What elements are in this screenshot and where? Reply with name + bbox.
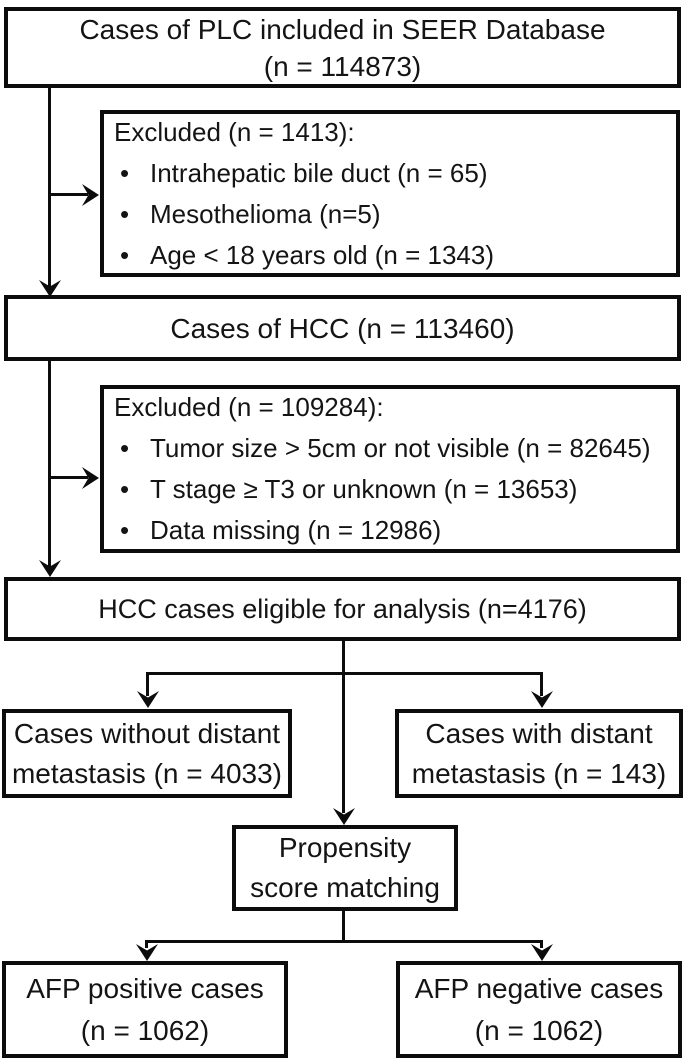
no-metastasis-box: Cases without distant metastasis (n = 40… xyxy=(2,709,292,798)
no-metastasis-line1: Cases without distant xyxy=(13,717,281,749)
metastasis-line1: Cases with distant xyxy=(425,717,653,749)
no-metastasis-line2: metastasis (n = 4033) xyxy=(11,757,283,789)
excluded-box-1: Excluded (n = 1413): Intrahepatic bile d… xyxy=(100,110,680,277)
connector-to-metastasis xyxy=(540,672,543,696)
metastasis-box: Cases with distant metastasis (n = 143) xyxy=(395,709,683,798)
connector-seer-to-hcc xyxy=(48,88,51,292)
propensity-score-matching-box: Propensity score matching xyxy=(232,825,458,911)
seer-box-line1: Cases of PLC included in SEER Database xyxy=(79,13,606,45)
excluded-1-item: Mesothelioma (n=5) xyxy=(114,194,672,235)
seer-box-line2: (n = 114873) xyxy=(263,50,422,82)
excluded-2-item: Tumor size > 5cm or not visible (n = 826… xyxy=(114,428,672,469)
excluded-1-title: Excluded (n = 1413): xyxy=(114,116,355,147)
afp-positive-box: AFP positive cases (n = 1062) xyxy=(2,961,288,1058)
excluded-1-item: Intrahepatic bile duct (n = 65) xyxy=(114,153,672,194)
excluded-2-list: Tumor size > 5cm or not visible (n = 826… xyxy=(114,428,672,551)
psm-line2: score matching xyxy=(250,872,440,903)
connector-branch-metastasis xyxy=(146,672,543,675)
excluded-2-item: Data missing (n = 12986) xyxy=(114,510,672,551)
connector-to-excluded-2 xyxy=(48,476,88,479)
excluded-box-2: Excluded (n = 109284): Tumor size > 5cm … xyxy=(100,385,680,553)
afp-positive-line2: (n = 1062) xyxy=(80,1014,210,1046)
connector-to-afp-negative xyxy=(540,940,543,948)
connector-psm-to-branch xyxy=(342,911,345,943)
afp-negative-line1: AFP negative cases xyxy=(414,972,664,1004)
excluded-1-list: Intrahepatic bile duct (n = 65) Mesothel… xyxy=(114,153,672,276)
seer-database-box: Cases of PLC included in SEER Database (… xyxy=(4,7,681,88)
connector-branch-afp xyxy=(145,940,543,943)
metastasis-line2: metastasis (n = 143) xyxy=(411,757,667,789)
afp-negative-box: AFP negative cases (n = 1062) xyxy=(396,961,682,1058)
eligible-cases-box: HCC cases eligible for analysis (n=4176) xyxy=(4,577,681,641)
eligible-box-label: HCC cases eligible for analysis (n=4176) xyxy=(98,593,587,624)
connector-to-afp-positive xyxy=(145,940,148,948)
connector-to-no-metastasis xyxy=(146,672,149,696)
psm-line1: Propensity xyxy=(278,832,412,863)
connector-to-excluded-1 xyxy=(48,193,88,196)
connector-hcc-to-eligible xyxy=(48,361,51,572)
afp-positive-line1: AFP positive cases xyxy=(26,972,264,1004)
hcc-box-label: Cases of HCC (n = 113460) xyxy=(170,312,515,344)
hcc-cases-box: Cases of HCC (n = 113460) xyxy=(4,295,681,361)
excluded-2-title: Excluded (n = 109284): xyxy=(114,392,384,422)
connector-eligible-to-psm xyxy=(342,641,345,813)
excluded-1-item: Age < 18 years old (n = 1343) xyxy=(114,235,672,276)
excluded-2-item: T stage ≥ T3 or unknown (n = 13653) xyxy=(114,469,672,510)
afp-negative-line2: (n = 1062) xyxy=(474,1014,604,1046)
